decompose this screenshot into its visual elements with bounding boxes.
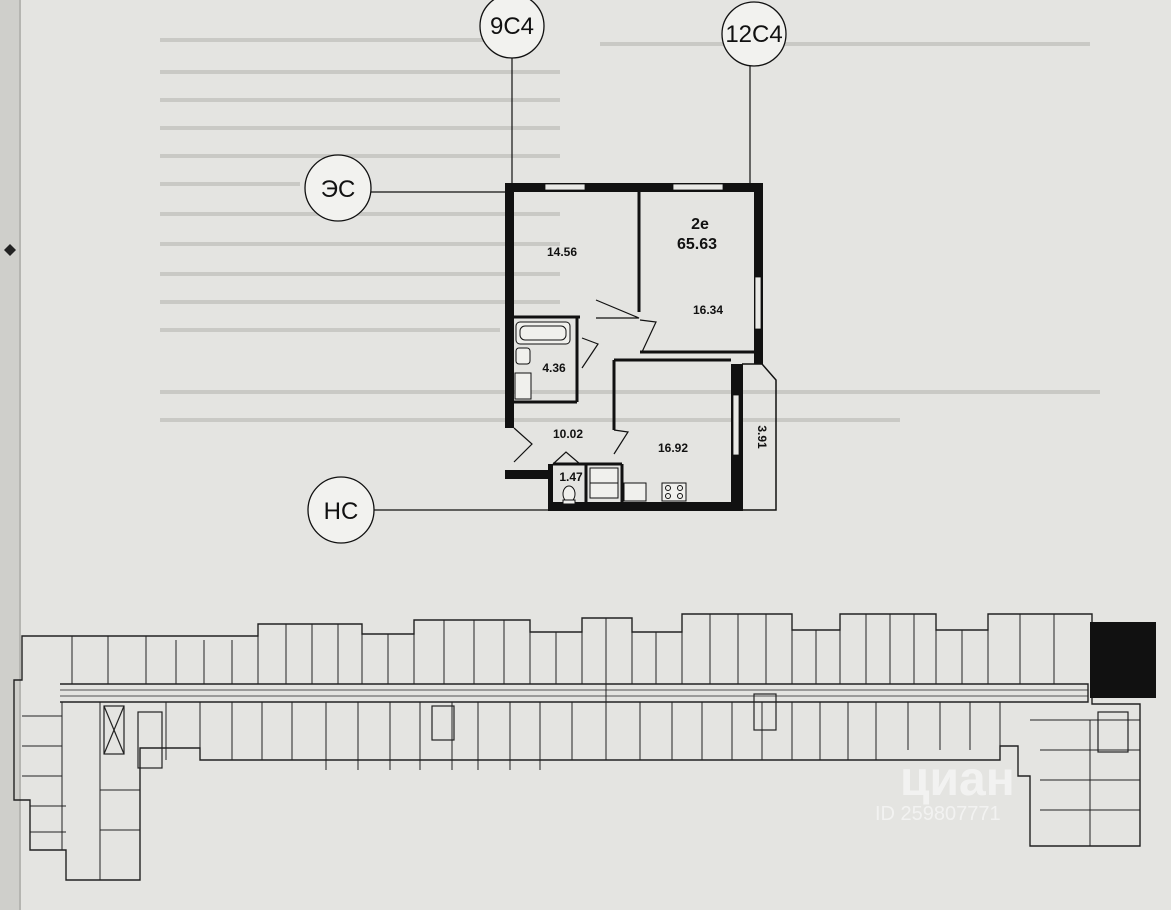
watermark: циан ID 259807771 [875, 753, 1015, 825]
room-area: 16.34 [693, 303, 723, 317]
apartment-type: 2е [691, 216, 709, 233]
watermark-id: ID 259807771 [875, 803, 1001, 825]
page-edge [0, 0, 20, 910]
axis-bubble-12c4: 12С4 [721, 1, 787, 67]
building-floor-plan [13, 613, 1141, 881]
axis-bubble-es: ЭС [304, 154, 372, 222]
kitchen-fixtures [623, 482, 687, 502]
windows [544, 183, 762, 456]
watermark-brand: циан [900, 753, 1015, 806]
room-area: 10.02 [553, 427, 583, 441]
axis-leaders [371, 58, 751, 511]
axis-label-ns: НС [324, 498, 359, 525]
partitions [514, 192, 754, 502]
apartment-total-area: 65.63 [677, 236, 717, 253]
axis-label-es: ЭС [321, 176, 356, 203]
wc-fixtures [562, 467, 619, 505]
building-partitions [22, 614, 1140, 880]
room-area: 1.47 [559, 470, 583, 484]
axis-bubble-9c4: 9С4 [479, 0, 545, 59]
bath-fixtures [514, 321, 571, 400]
bleed-through-text [160, 38, 1100, 422]
apartment-plan: 2е 65.63 14.56 16.34 4.36 10.02 16.92 3.… [505, 183, 777, 511]
walls [505, 183, 763, 511]
room-area: 14.56 [547, 245, 577, 259]
axis-bubble-ns: НС [307, 476, 375, 544]
door-swings [513, 299, 657, 465]
room-area: 3.91 [755, 425, 769, 449]
building-cores [103, 693, 1129, 769]
room-area: 16.92 [658, 441, 688, 455]
room-area: 4.36 [542, 361, 566, 375]
highlighted-apartment-marker [1090, 622, 1156, 698]
axis-label-12c4: 12С4 [725, 21, 782, 48]
axis-label-9c4: 9С4 [490, 13, 534, 40]
page-marker-icon [4, 244, 16, 256]
